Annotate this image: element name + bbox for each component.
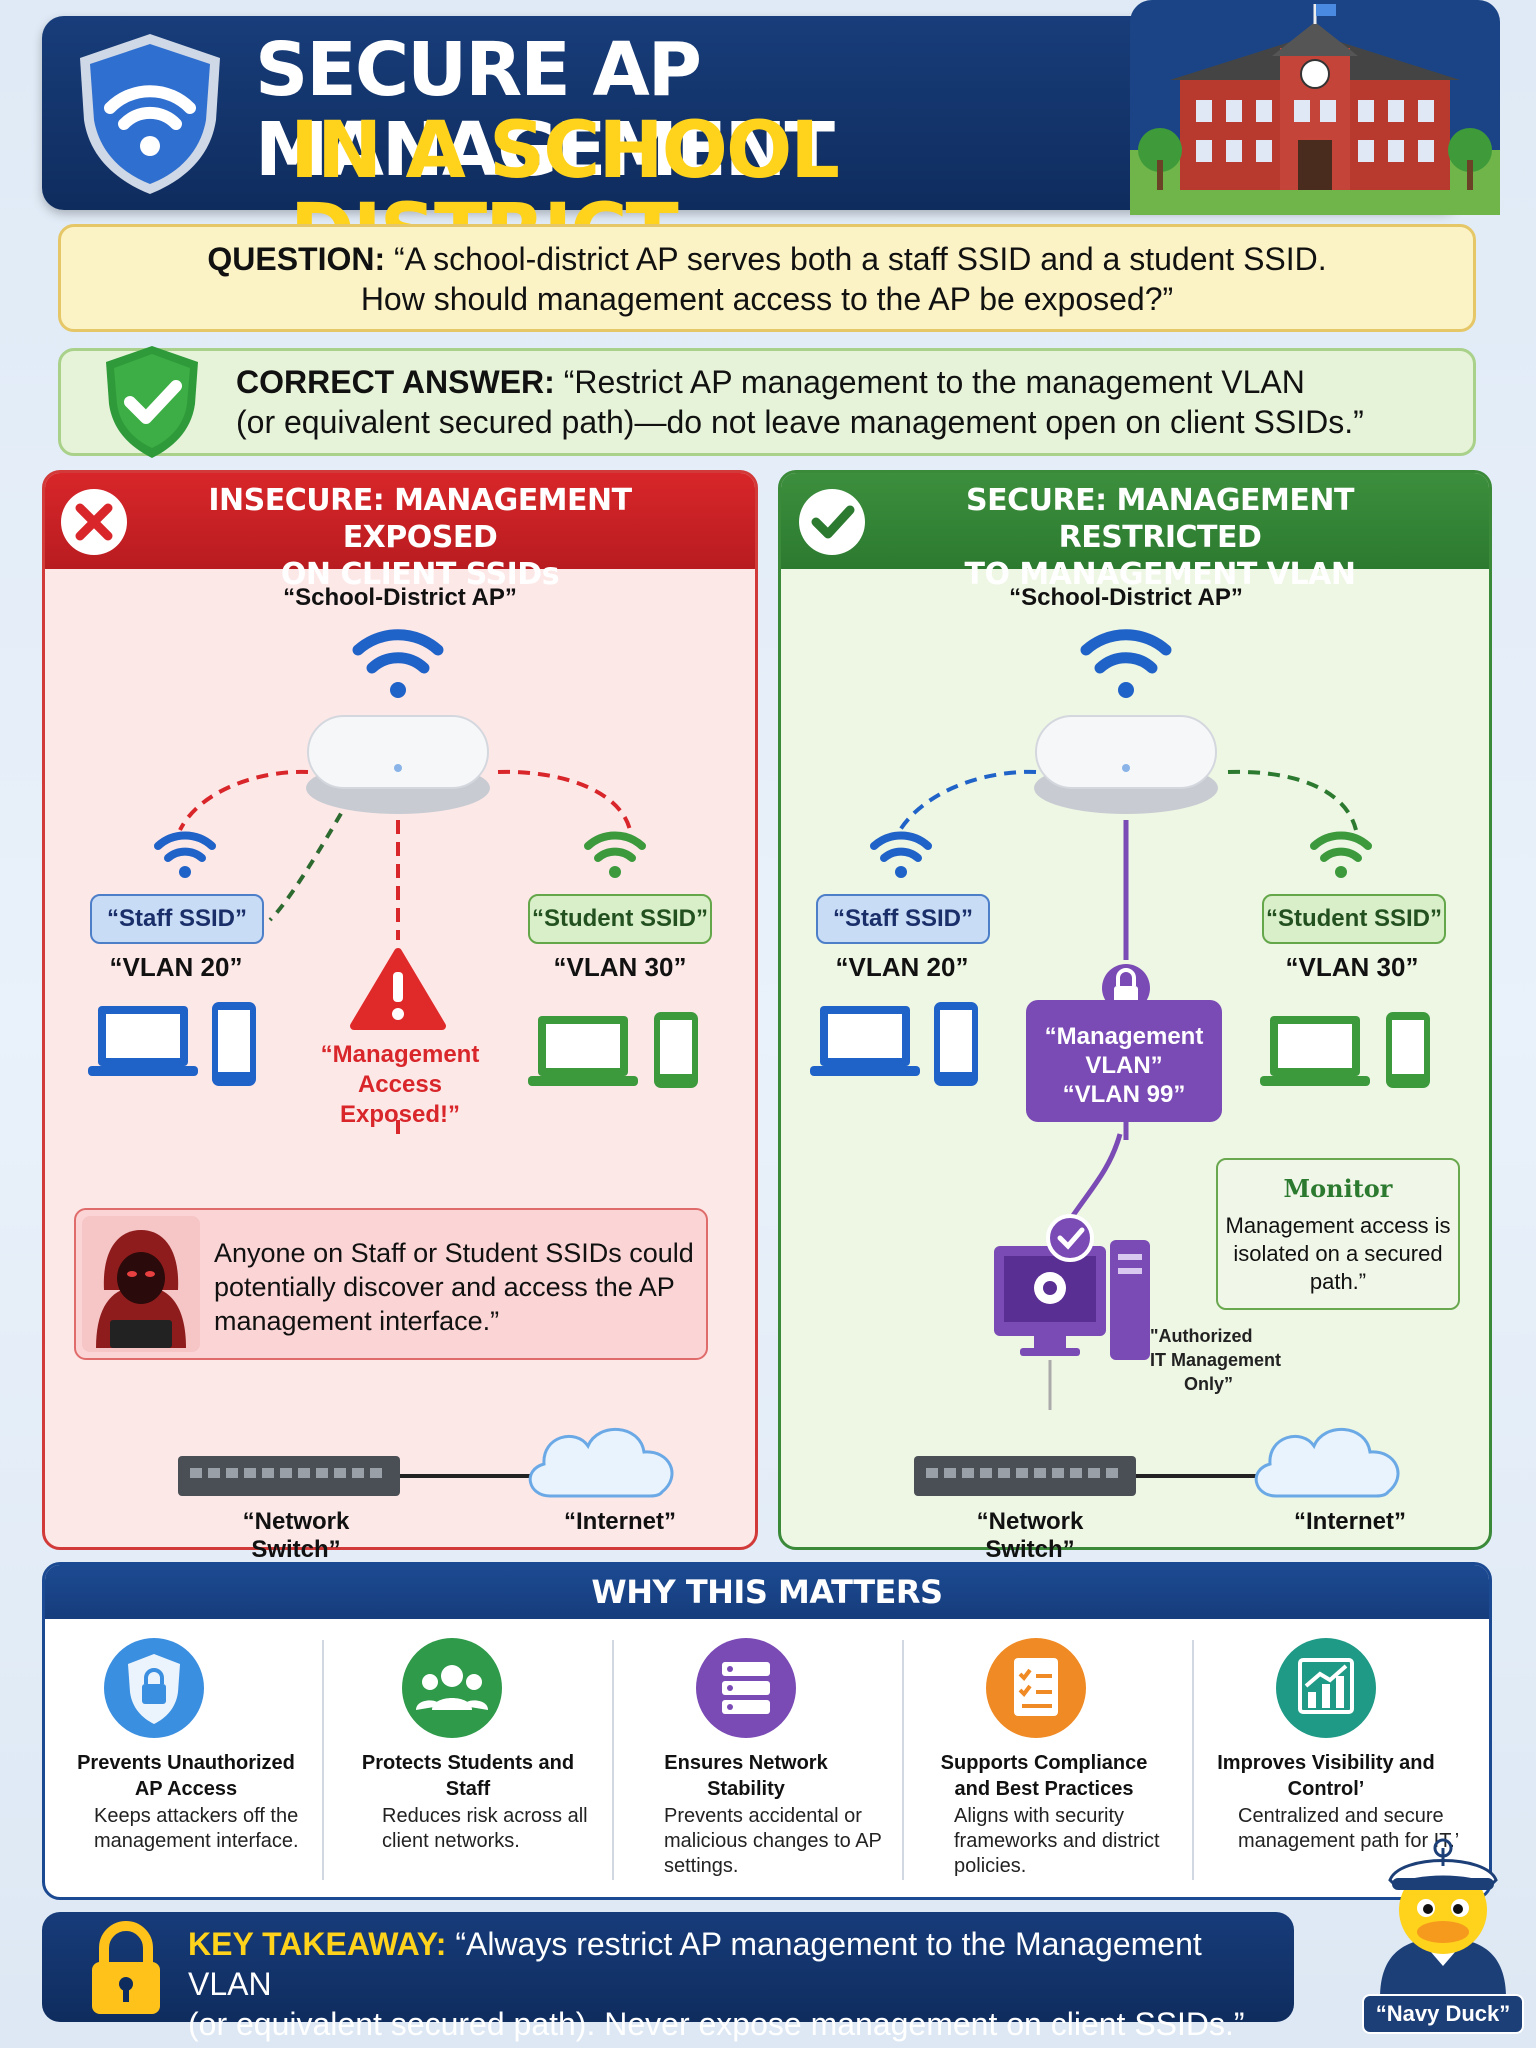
answer-line1: “Restrict AP management to the managemen… bbox=[563, 364, 1305, 400]
insecure-switch-label: “Network Switch” bbox=[242, 1508, 350, 1563]
wifi-shield-icon bbox=[80, 34, 220, 194]
why-item-title: Improves Visibility and Control’ bbox=[1217, 1752, 1435, 1800]
answer-line2: (or equivalent secured path)—do not leav… bbox=[236, 404, 1364, 440]
why-heading: WHY THIS MATTERS bbox=[45, 1565, 1489, 1619]
why-divider bbox=[1192, 1640, 1194, 1880]
school-building-icon bbox=[1130, 0, 1500, 215]
server-icon bbox=[696, 1638, 796, 1738]
why-item-desc: Keeps attackers off the management inter… bbox=[94, 1805, 299, 1852]
people-icon bbox=[402, 1638, 502, 1738]
navy-duck-mascot-icon bbox=[1380, 1838, 1506, 1998]
answer-box bbox=[58, 348, 1476, 456]
secure-title-line1: SECURE: MANAGEMENT RESTRICTED bbox=[966, 483, 1354, 555]
secure-switch-label: “Network Switch” bbox=[976, 1508, 1084, 1563]
insecure-ap-label: “School-District AP” bbox=[283, 584, 517, 611]
insecure-title: INSECURE: MANAGEMENT EXPOSED ON CLIENT S… bbox=[140, 482, 700, 593]
checklist-icon bbox=[986, 1638, 1086, 1738]
exposed-line2: Access bbox=[357, 1071, 443, 1098]
why-item-desc: Reduces risk across all client networks. bbox=[382, 1805, 588, 1852]
question-line1: “A school-district AP serves both a staf… bbox=[394, 241, 1327, 277]
why-item-desc: Centralized and secure management path f… bbox=[1238, 1805, 1460, 1852]
secure-staff-ssid: “Staff SSID” bbox=[816, 894, 990, 944]
secure-title-line2: TO MANAGEMENT VLAN bbox=[964, 557, 1356, 592]
padlock-icon bbox=[92, 1921, 160, 2014]
insecure-panel-header bbox=[45, 473, 755, 569]
takeaway-line2: (or equivalent secured path). Never expo… bbox=[188, 2006, 1245, 2042]
why-item-title: Protects Students and Staff bbox=[361, 1752, 575, 1800]
secure-network-diagram bbox=[810, 629, 1430, 1140]
why-item-title: Ensures Network Stability bbox=[664, 1752, 828, 1800]
why-item-desc: Prevents accidental or malicious changes… bbox=[664, 1805, 882, 1877]
why-divider bbox=[902, 1640, 904, 1880]
insecure-student-vlan: “VLAN 30” bbox=[553, 952, 687, 982]
insecure-title-line2: ON CLIENT SSIDs bbox=[280, 557, 560, 592]
isolation-note-title: Monitor bbox=[1283, 1174, 1393, 1203]
chart-icon bbox=[1276, 1638, 1376, 1738]
takeaway-label: KEY TAKEAWAY: bbox=[188, 1926, 447, 1962]
insecure-switch-internet-diagram bbox=[178, 1428, 674, 1498]
question-box: QUESTION: “A school-district AP serves b… bbox=[58, 224, 1476, 332]
exposed-line3: Exposed!” bbox=[339, 1101, 461, 1128]
insecure-staff-vlan: “VLAN 20” bbox=[109, 952, 243, 982]
management-exposed-warning: “Management Access Exposed!” bbox=[300, 1040, 500, 1130]
key-takeaway-box bbox=[42, 1912, 1294, 2022]
why-divider bbox=[612, 1640, 614, 1880]
authorized-it-note: "Authorized IT Management Only” bbox=[1150, 1324, 1330, 1396]
x-circle-icon bbox=[61, 489, 127, 555]
hacker-icon bbox=[82, 1216, 200, 1352]
lock-icon bbox=[104, 1638, 204, 1738]
page-title-line1: SECURE AP MANAGEMENT bbox=[255, 27, 835, 193]
check-shield-icon bbox=[106, 346, 198, 458]
secure-ap-label: “School-District AP” bbox=[1009, 584, 1243, 611]
question-label: QUESTION: bbox=[207, 241, 386, 277]
why-item-title: Prevents Unauthorized AP Access bbox=[77, 1752, 295, 1800]
insecure-network-diagram bbox=[88, 629, 698, 1140]
insecure-student-ssid: “Student SSID” bbox=[528, 894, 712, 944]
auth-line2: IT Management bbox=[1150, 1350, 1282, 1370]
secure-internet-label: “Internet” bbox=[1293, 1508, 1406, 1535]
insecure-staff-ssid: “Staff SSID” bbox=[90, 894, 264, 944]
admin-workstation-icon bbox=[994, 1133, 1150, 1410]
answer-label: CORRECT ANSWER: bbox=[236, 364, 555, 400]
secure-student-vlan: “VLAN 30” bbox=[1285, 952, 1419, 982]
question-line2: How should management access to the AP b… bbox=[360, 281, 1174, 317]
mgmt-vlan-line3: “VLAN 99” bbox=[1062, 1081, 1186, 1108]
auth-line3: Only” bbox=[1184, 1374, 1234, 1394]
secure-staff-vlan: “VLAN 20” bbox=[835, 952, 969, 982]
secure-title: SECURE: MANAGEMENT RESTRICTED TO MANAGEM… bbox=[880, 482, 1440, 593]
why-divider bbox=[322, 1640, 324, 1880]
auth-line1: "Authorized bbox=[1150, 1326, 1253, 1346]
answer-text: CORRECT ANSWER: “Restrict AP management … bbox=[236, 362, 1436, 442]
secure-switch-internet-diagram bbox=[914, 1428, 1400, 1498]
why-item-title: Supports Compliance and Best Practices bbox=[940, 1752, 1148, 1800]
exposed-line1: “Management bbox=[320, 1041, 480, 1068]
secure-panel-header bbox=[781, 473, 1489, 569]
secure-student-ssid: “Student SSID” bbox=[1262, 894, 1446, 944]
mgmt-vlan-line2: VLAN” bbox=[1085, 1052, 1163, 1079]
mgmt-vlan-line1: “Management bbox=[1044, 1023, 1204, 1050]
insecure-title-line1: INSECURE: MANAGEMENT EXPOSED bbox=[208, 483, 632, 555]
management-vlan-box: “Management VLAN” “VLAN 99” bbox=[1026, 1000, 1222, 1122]
mascot-label: “Navy Duck” bbox=[1362, 1994, 1524, 2034]
check-circle-icon bbox=[799, 489, 865, 555]
takeaway-line1: “Always restrict AP management to the Ma… bbox=[188, 1926, 1202, 2002]
insecure-internet-label: “Internet” bbox=[563, 1508, 676, 1535]
isolation-note-text: Management access is isolated on a secur… bbox=[1225, 1213, 1451, 1294]
why-item-desc: Aligns with security frameworks and dist… bbox=[954, 1805, 1160, 1877]
isolation-note-box: Management access is isolated on a secur… bbox=[1216, 1158, 1460, 1310]
threat-description: Anyone on Staff or Student SSIDs could p… bbox=[214, 1238, 694, 1336]
key-takeaway-text: KEY TAKEAWAY: “Always restrict AP manage… bbox=[188, 1924, 1288, 2044]
